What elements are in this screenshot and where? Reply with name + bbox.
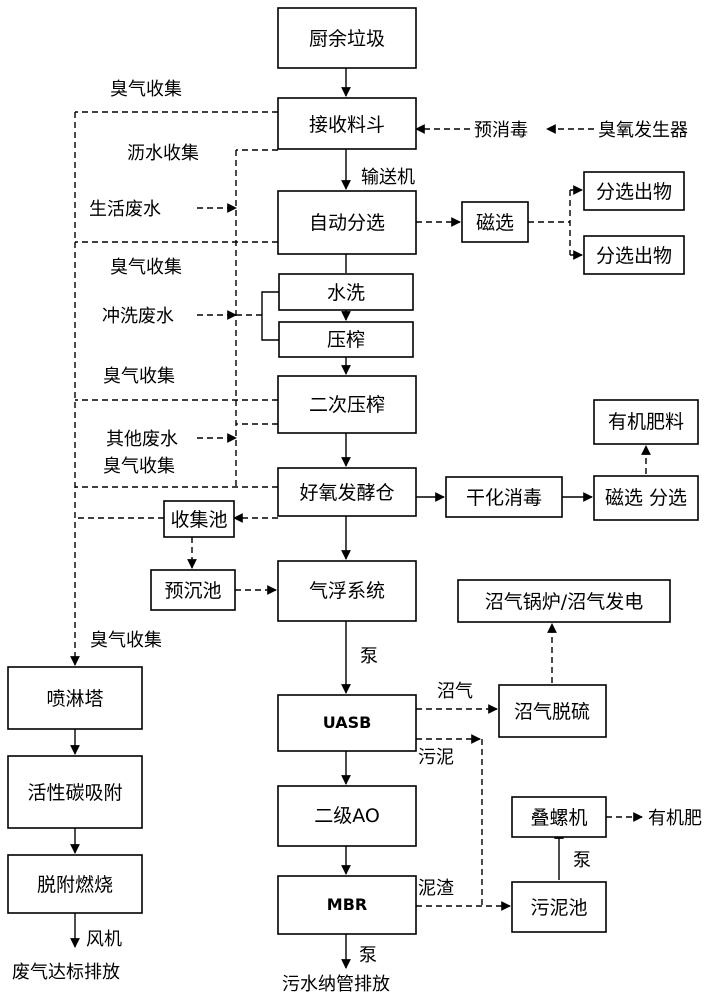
box-screw-press: 叠螺机 (511, 796, 607, 838)
label-dry-disinfect: 干化消毒 (466, 487, 542, 509)
box-desorption-burn: 脱附燃烧 (7, 854, 143, 914)
label-kitchen-waste: 厨余垃圾 (309, 28, 385, 50)
label-sewage-discharge: 污水纳管排放 (282, 974, 390, 995)
box-aerobic-fermentation: 好氧发酵仓 (277, 467, 417, 517)
label-flotation: 气浮系统 (309, 580, 385, 602)
label-magnetic: 磁选 (476, 212, 514, 234)
label-pre-settling: 预沉池 (164, 580, 221, 602)
flow-labels: 臭气收集 沥水收集 生活废水 臭气收集 冲洗废水 臭气收集 其他废水 臭气收集 … (12, 79, 702, 995)
box-uasb: UASB (277, 694, 417, 752)
box-sort-output-2: 分选出物 (583, 235, 685, 275)
label-ao-secondary: 二级AO (314, 805, 380, 827)
label-auto-sort: 自动分选 (309, 212, 385, 234)
label-pump-1: 泵 (360, 646, 378, 667)
label-biogas-desulfurization: 沼气脱硫 (514, 701, 590, 723)
label-water-wash: 水洗 (327, 282, 365, 304)
label-press: 压榨 (327, 329, 365, 351)
label-odor-collection-1: 臭气收集 (110, 79, 182, 100)
box-spray-tower: 喷淋塔 (7, 666, 143, 730)
label-aerobic-fermentation: 好氧发酵仓 (299, 482, 394, 504)
box-biogas-boiler: 沼气锅炉/沼气发电 (457, 579, 671, 623)
box-press: 压榨 (278, 321, 414, 358)
label-odor-collection-3: 臭气收集 (103, 366, 175, 387)
label-sort-output-1: 分选出物 (596, 181, 672, 203)
label-pre-disinfection: 预消毒 (474, 120, 528, 141)
label-secondary-press: 二次压榨 (309, 394, 385, 416)
box-activated-carbon: 活性碳吸附 (7, 755, 143, 829)
label-receiving-hopper: 接收料斗 (309, 114, 385, 136)
label-organic-fertilizer: 有机肥料 (608, 411, 684, 433)
box-auto-sort: 自动分选 (277, 190, 417, 255)
label-domestic-wastewater: 生活废水 (89, 199, 161, 220)
label-exhaust-discharge: 废气达标排放 (12, 962, 120, 983)
box-sludge-pool: 污泥池 (511, 881, 607, 933)
label-ozone-generator: 臭氧发生器 (598, 120, 688, 141)
box-collection-pool: 收集池 (163, 500, 235, 538)
label-odor-collection-4: 臭气收集 (103, 456, 175, 477)
box-magnetic-sort: 磁选 分选 (593, 475, 699, 521)
label-conveyor: 输送机 (361, 167, 415, 188)
label-sludge-residue: 泥渣 (418, 878, 454, 899)
box-dry-disinfect: 干化消毒 (445, 476, 563, 518)
label-collection-pool: 收集池 (170, 509, 227, 531)
box-organic-fertilizer: 有机肥料 (593, 399, 699, 445)
label-sort-output-2: 分选出物 (596, 245, 672, 267)
label-magnetic-sort: 磁选 分选 (605, 487, 687, 509)
label-rinse-wastewater: 冲洗废水 (102, 306, 174, 327)
label-other-wastewater: 其他废水 (106, 429, 178, 450)
box-secondary-press: 二次压榨 (277, 375, 417, 434)
label-pump-3: 泵 (573, 850, 591, 871)
box-ao-secondary: 二级AO (277, 785, 417, 847)
box-mbr: MBR (277, 875, 417, 935)
label-desorption-burn: 脱附燃烧 (37, 874, 113, 896)
connectors (70, 68, 651, 969)
label-activated-carbon: 活性碳吸附 (27, 782, 122, 804)
label-drain-collection: 沥水收集 (127, 143, 199, 164)
label-odor-collection-5: 臭气收集 (90, 630, 162, 651)
label-odor-collection-2: 臭气收集 (110, 257, 182, 278)
label-sludge: 污泥 (418, 747, 454, 768)
label-biogas: 沼气 (437, 681, 473, 702)
box-kitchen-waste: 厨余垃圾 (277, 7, 417, 69)
box-receiving-hopper: 接收料斗 (277, 97, 417, 150)
box-flotation: 气浮系统 (277, 560, 417, 622)
label-sludge-pool: 污泥池 (530, 897, 587, 919)
label-fan: 风机 (86, 929, 122, 950)
box-biogas-desulfurization: 沼气脱硫 (498, 684, 607, 738)
label-uasb: UASB (323, 713, 372, 732)
label-pump-2: 泵 (359, 945, 377, 966)
box-water-wash: 水洗 (278, 273, 414, 311)
box-sort-output-1: 分选出物 (583, 171, 685, 211)
label-organic: 有机肥 (648, 808, 702, 829)
box-magnetic: 磁选 (461, 201, 529, 243)
box-pre-settling: 预沉池 (150, 569, 236, 611)
label-mbr: MBR (327, 895, 367, 914)
label-biogas-boiler: 沼气锅炉/沼气发电 (485, 591, 643, 613)
label-spray-tower: 喷淋塔 (46, 688, 103, 710)
label-screw-press: 叠螺机 (530, 807, 587, 829)
